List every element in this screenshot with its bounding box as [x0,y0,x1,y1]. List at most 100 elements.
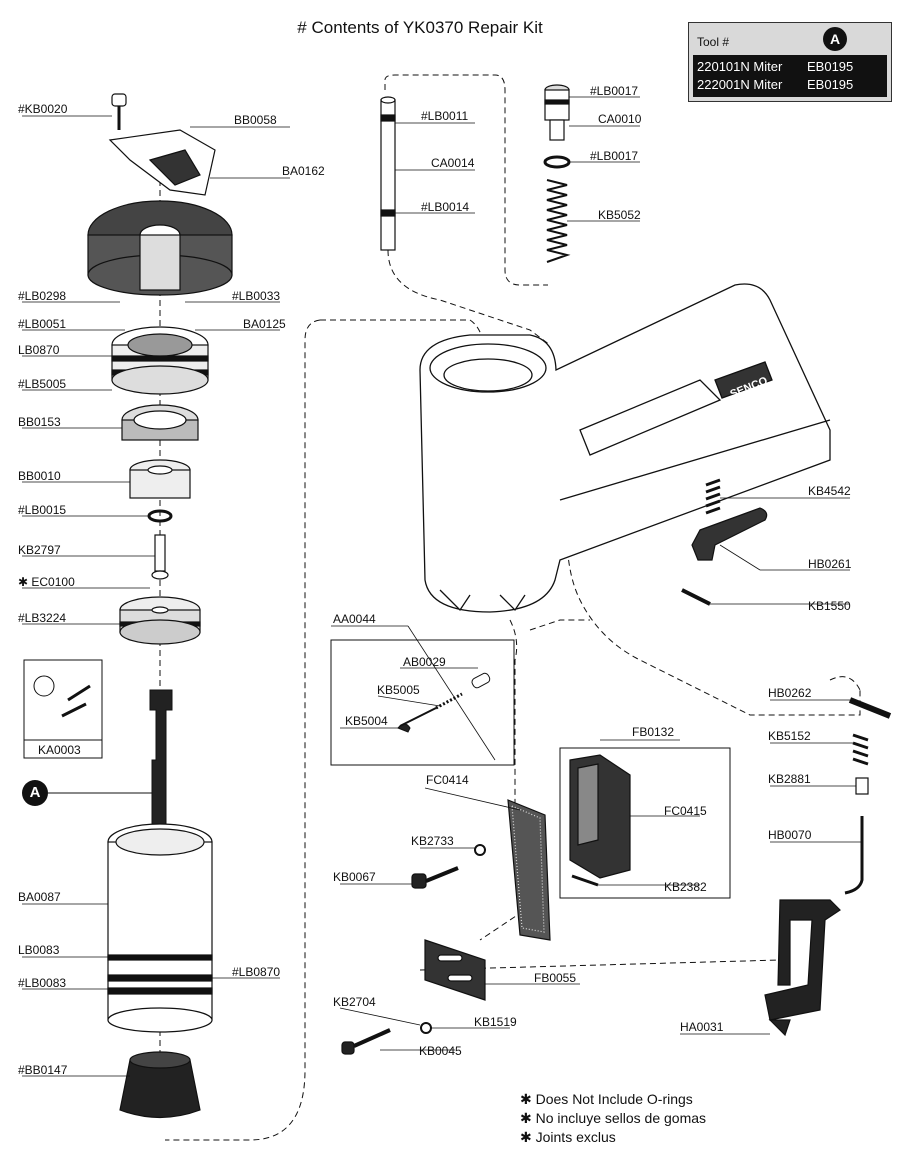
part-label: #LB0011 [421,109,469,123]
part-label: BA0162 [282,164,325,178]
part-label: #LB0870 [232,965,281,979]
valve-ca0010 [544,84,570,141]
tool-table-row: 220101N Miter EB0195 [697,59,853,74]
part-label: KB2704 [333,995,376,1009]
part-label: LB0870 [18,343,60,357]
part-label: KB1550 [808,599,851,613]
part-label: KB4542 [808,484,851,498]
part-label: KB0045 [419,1044,462,1058]
part-label: FB0055 [534,971,577,985]
part-label: KB5052 [598,208,641,222]
part-label: #KB0020 [18,102,68,116]
part-label: KB2733 [411,834,454,848]
screw-kb0045 [341,1028,391,1055]
part-label: #LB0017 [590,149,639,163]
footnotes: ✱ Does Not Include O-rings ✱ No incluye … [520,1090,706,1147]
part-label: #LB5005 [18,377,67,391]
part-label: KB2881 [768,772,811,786]
assembly-path-left [165,319,321,1141]
oring-lb0017 [543,155,571,169]
bracket-ha0031 [764,899,841,1037]
part-label: #LB0014 [421,200,470,214]
part-label: KB5152 [768,729,811,743]
part-label: #LB0083 [18,976,67,990]
washer-kb2733 [474,844,486,856]
cap-ba0162 [87,200,233,296]
plate-bb0058 [108,129,216,196]
part-label: KB1519 [474,1015,517,1029]
part-label: AB0029 [403,655,446,669]
tool-body [419,283,831,613]
bolt-kb2797 [151,534,169,580]
part-label: FB0132 [632,725,675,739]
tool-number: 220101N Miter [697,59,783,74]
part-label: CA0014 [431,156,475,170]
tool-table-badge: A [823,27,847,51]
pin-kb2382 [571,874,599,887]
tool-table: Tool # A 220101N Miter EB0195 222001N Mi… [688,22,892,102]
screw-kb0020 [111,93,127,130]
screw-kb0067 [411,866,459,889]
leader-lines [22,96,862,1077]
part-number: EB0195 [807,77,854,92]
part-label: ✱ EC0100 [18,575,75,589]
fence-fc0414 [507,799,551,941]
part-label: KB5005 [377,683,420,697]
part-label: #BB0147 [18,1063,68,1077]
part-label: LB0083 [18,943,60,957]
tool-table-rows: 220101N Miter EB0195 222001N Miter EB019… [693,55,887,97]
rod-ca0014 [380,96,396,251]
assembly-path-top [320,319,486,361]
part-label: #LB0033 [232,289,281,303]
part-label: KB2797 [18,543,61,557]
part-label: CA0010 [598,112,642,126]
part-label: KA0003 [38,743,81,757]
part-label: BA0087 [18,890,61,904]
plate-fb0055 [424,939,486,1001]
callout-a-badge: A [22,780,48,806]
part-label: BB0058 [234,113,277,127]
assembly-path-magazine [509,619,518,820]
tool-number: 222001N Miter [697,77,783,92]
tool-table-row: 222001N Miter EB0195 [697,77,853,92]
piston-ec0100 [119,596,201,645]
kit-aa0044 [330,639,515,766]
cylinder-ba0087 [107,823,213,1033]
bumper-bb0147 [119,1051,201,1119]
part-label: BB0010 [18,469,61,483]
kit-ka0003 [23,659,103,759]
driver-blade [149,689,173,841]
ring-ba0125 [111,326,209,395]
assembly-path-valve [387,249,551,346]
part-label: HB0262 [768,686,812,700]
part-label: #LB0051 [18,317,67,331]
washer-kb1519 [420,1022,432,1034]
bumper-bb0010 [129,459,191,499]
part-label: #LB0298 [18,289,67,303]
fence-fc0415 [569,754,631,879]
footnote: ✱ Does Not Include O-rings [520,1091,693,1107]
assembly-path-latch [529,619,590,631]
part-label: HB0261 [808,557,852,571]
footnote: ✱ No incluye sellos de gomas [520,1110,707,1126]
part-label: #LB0017 [590,84,639,98]
part-label: #LB0015 [18,503,67,517]
trigger-parts [844,697,892,895]
ring-bb0153 [121,404,199,441]
footnote: ✱ Joints exclus [520,1129,616,1145]
part-label: KB2382 [664,880,707,894]
assembly-path-trigger [829,676,861,691]
trigger-hb0261 [691,478,768,561]
assembly-path-right [566,479,861,716]
part-label: KB5004 [345,714,388,728]
tool-table-header: Tool # [697,35,730,49]
part-label: FC0414 [426,773,469,787]
part-label: HB0070 [768,828,812,842]
part-label: #LB3224 [18,611,67,625]
part-label: FC0415 [664,804,707,818]
spring-kb5052 [546,179,571,263]
part-label: AA0044 [333,612,376,626]
pin-kb1550 [681,588,711,606]
part-label: BA0125 [243,317,286,331]
